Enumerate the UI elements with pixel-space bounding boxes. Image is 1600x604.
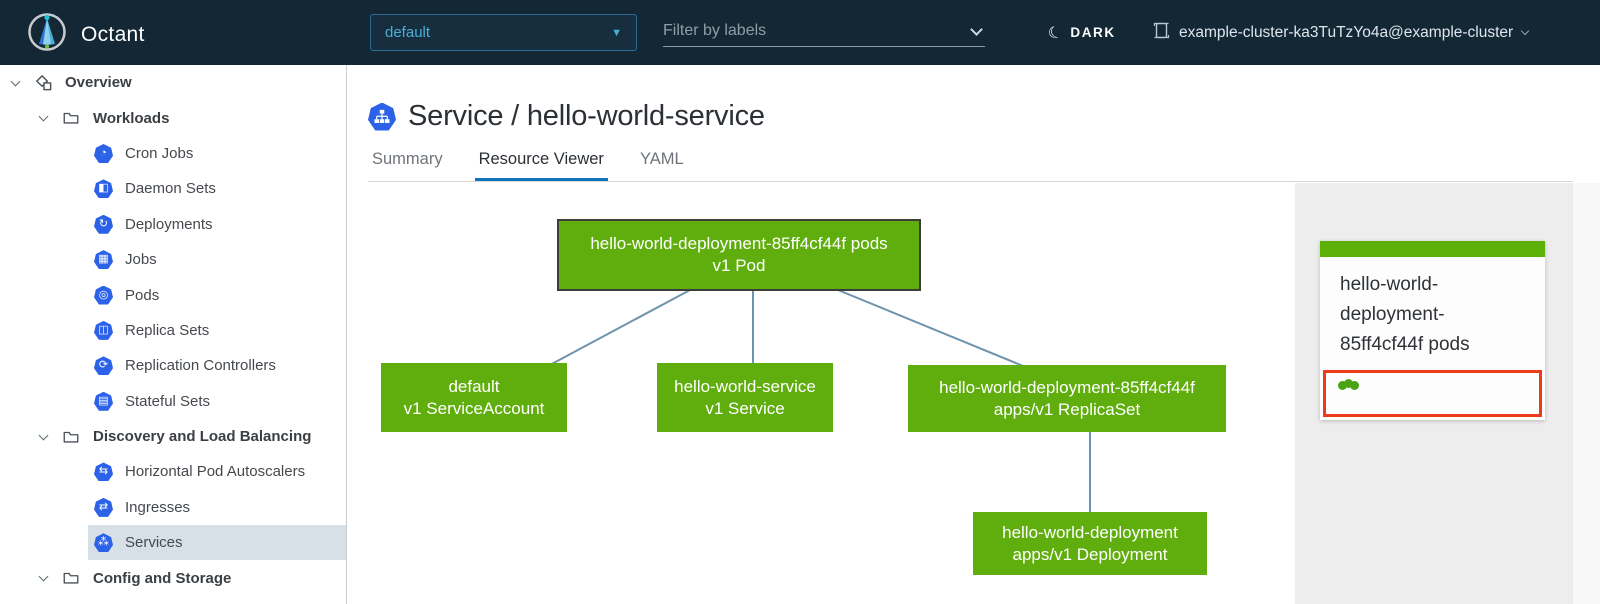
sidebar-item-pods[interactable]: ◎ Pods xyxy=(88,277,346,312)
service-icon xyxy=(368,102,396,131)
cron-jobs-icon: ◔ xyxy=(94,143,113,163)
graph-edges xyxy=(547,289,1091,512)
sidebar-item-replication-controllers[interactable]: ⟳ Replication Controllers xyxy=(88,348,346,383)
chevron-down-icon[interactable] xyxy=(38,111,49,122)
chevron-down-icon[interactable] xyxy=(10,76,21,87)
graph-node-deployment[interactable]: hello-world-deployment apps/v1 Deploymen… xyxy=(973,512,1207,575)
pods-icon: ◎ xyxy=(94,285,113,305)
pod-ok-dot[interactable] xyxy=(1338,381,1347,390)
hpa-icon: ⇆ xyxy=(94,462,113,482)
sidebar-item-replica-sets[interactable]: ◫ Replica Sets xyxy=(88,313,346,348)
sidebar-group-discovery-load-balancing[interactable]: Discovery and Load Balancing xyxy=(0,419,346,454)
namespace-select[interactable]: default ▼ xyxy=(370,14,637,51)
sidebar-item-horizontal-pod-autoscalers[interactable]: ⇆ Horizontal Pod Autoscalers xyxy=(88,454,346,489)
chevron-down-icon[interactable] xyxy=(38,430,49,441)
ingresses-icon: ⇄ xyxy=(94,497,113,517)
app-name: Octant xyxy=(81,22,145,46)
replication-controllers-icon: ⟳ xyxy=(94,356,113,376)
pod-ok-dot[interactable] xyxy=(1344,379,1353,388)
sidebar-item-ingresses[interactable]: ⇄ Ingresses xyxy=(88,490,346,525)
card-status-band xyxy=(1320,241,1545,257)
namespace-value: default xyxy=(385,24,431,41)
header-bar: Octant default ▼ ☾ DARK example-cluster-… xyxy=(0,0,1600,65)
tab-resource-viewer[interactable]: Resource Viewer xyxy=(474,150,608,181)
moon-icon: ☾ xyxy=(1045,22,1065,44)
detail-tabs: Summary Resource Viewer YAML xyxy=(368,150,716,181)
replica-sets-icon: ◫ xyxy=(94,320,113,340)
panel-scrollbar-track[interactable] xyxy=(1573,183,1600,604)
overview-icon xyxy=(33,73,53,93)
sidebar-item-services[interactable]: ⁂ Services xyxy=(88,525,346,561)
resource-graph[interactable]: hello-world-deployment-85ff4cf44f pods v… xyxy=(347,183,1295,604)
sidebar-nav: Overview Workloads ◔ Cron Jobs ◧ Daemon … xyxy=(0,65,347,604)
sidebar-item-deployments[interactable]: ↻ Deployments xyxy=(88,207,346,242)
selected-resource-card[interactable]: hello-world-deployment-85ff4cf44f pods xyxy=(1320,241,1545,420)
selected-node-panel: hello-world-deployment-85ff4cf44f pods xyxy=(1295,183,1573,604)
label-filter-input[interactable] xyxy=(663,22,972,40)
chevron-down-icon xyxy=(1520,26,1530,36)
dark-label: DARK xyxy=(1070,25,1116,40)
dark-theme-toggle[interactable]: ☾ DARK xyxy=(1045,0,1116,65)
services-icon: ⁂ xyxy=(94,533,113,553)
pod-status-box[interactable] xyxy=(1323,370,1542,417)
deployments-icon: ↻ xyxy=(94,214,113,234)
cluster-context-switcher[interactable]: example-cluster-ka3TuTzYo4a@example-clus… xyxy=(1153,0,1530,65)
folder-icon xyxy=(61,427,81,447)
sidebar-item-stateful-sets[interactable]: ▤ Stateful Sets xyxy=(88,384,346,419)
daemon-sets-icon: ◧ xyxy=(94,179,113,199)
sidebar-group-workloads[interactable]: Workloads xyxy=(0,100,346,135)
label-filter xyxy=(663,16,985,47)
graph-node-service[interactable]: hello-world-service v1 Service xyxy=(657,363,833,432)
graph-node-pod[interactable]: hello-world-deployment-85ff4cf44f pods v… xyxy=(557,219,921,291)
page-title: Service / hello-world-service xyxy=(368,100,765,133)
sidebar-group-config-and-storage[interactable]: Config and Storage xyxy=(0,560,346,595)
sidebar-item-cron-jobs[interactable]: ◔ Cron Jobs xyxy=(88,136,346,171)
sidebar-item-daemon-sets[interactable]: ◧ Daemon Sets xyxy=(88,171,346,206)
graph-node-serviceaccount[interactable]: default v1 ServiceAccount xyxy=(381,363,567,432)
cluster-icon xyxy=(1153,22,1170,44)
folder-icon xyxy=(61,568,81,588)
cluster-context-label: example-cluster-ka3TuTzYo4a@example-clus… xyxy=(1179,23,1514,41)
dropdown-caret-icon: ▼ xyxy=(611,26,622,39)
stateful-sets-icon: ▤ xyxy=(94,391,113,411)
chevron-down-icon[interactable] xyxy=(970,22,983,36)
sidebar-item-overview[interactable]: Overview xyxy=(0,65,346,100)
logo-area[interactable]: Octant xyxy=(26,11,145,58)
tab-yaml[interactable]: YAML xyxy=(639,150,684,168)
folder-icon xyxy=(61,108,81,128)
graph-node-replicaset[interactable]: hello-world-deployment-85ff4cf44f apps/v… xyxy=(908,365,1226,432)
tabs-divider xyxy=(368,181,1573,182)
sidebar-item-jobs[interactable]: ▦ Jobs xyxy=(88,242,346,277)
chevron-down-icon[interactable] xyxy=(38,571,49,582)
pod-ok-dot[interactable] xyxy=(1350,381,1359,390)
card-title: hello-world-deployment-85ff4cf44f pods xyxy=(1340,274,1470,355)
octant-logo-icon xyxy=(26,11,68,58)
tab-summary[interactable]: Summary xyxy=(372,150,443,168)
jobs-icon: ▦ xyxy=(94,250,113,270)
